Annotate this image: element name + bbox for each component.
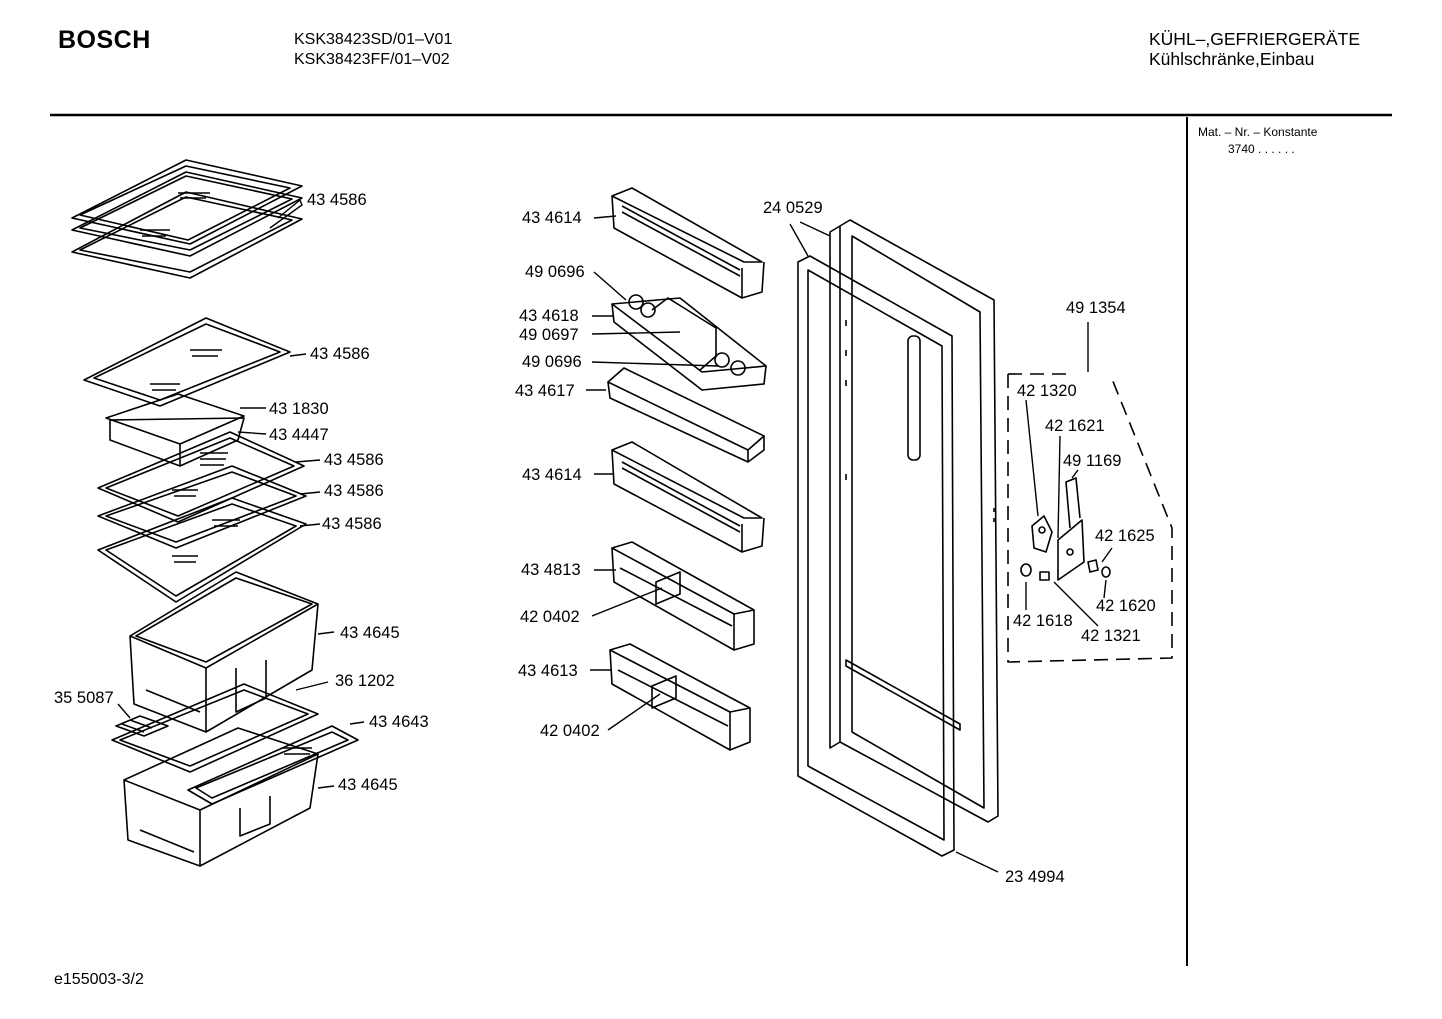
- part-label-bushing: 42 1618: [1013, 612, 1073, 630]
- material-number-label: Mat. – Nr. – Konstante: [1198, 125, 1318, 139]
- butter-egg-assembly: [611, 294, 767, 391]
- glass-shelf-3: [97, 431, 305, 523]
- part-labels: 43 4586 43 4586 43 1830 43 4447 43 4586 …: [54, 191, 1156, 886]
- part-label-crisper-upper: 43 4645: [340, 624, 400, 642]
- category-title: KÜHL–,GEFRIERGERÄTE: [1149, 29, 1361, 49]
- part-label-door-bin-5: 43 4613: [518, 662, 578, 680]
- part-label-door-bin-1: 43 4614: [522, 209, 582, 227]
- door-panel: [829, 219, 999, 823]
- brand-logo: BOSCH: [58, 26, 151, 54]
- crisper-drawer-upper: [129, 571, 319, 733]
- hinge-kit-outline: [1007, 373, 1173, 663]
- part-label-screw: 42 1625: [1095, 527, 1155, 545]
- door-bin-5: [609, 643, 751, 751]
- part-label-butter-lid: 49 0697: [519, 326, 579, 344]
- part-label-hinge-part-b: 42 1621: [1045, 417, 1105, 435]
- leader-lines: [117, 198, 1113, 873]
- part-label-door-bin-4: 43 4813: [521, 561, 581, 579]
- glass-shelf-top: [71, 159, 303, 279]
- door-bin-3: [611, 441, 765, 553]
- crisper-shelf: [187, 725, 359, 805]
- part-label-butter-box: 43 4618: [519, 307, 579, 325]
- part-label-bottle-holder-a: 42 0402: [520, 608, 580, 626]
- part-label-hinge-bracket: 49 1169: [1063, 452, 1121, 470]
- part-label-nut: 42 1321: [1081, 627, 1141, 645]
- part-label-humidity-slider: 35 5087: [54, 689, 114, 707]
- part-label-door-gasket: 23 4994: [1005, 868, 1065, 886]
- part-label-crisper-lower: 43 4645: [338, 776, 398, 794]
- part-label-shelf-3: 43 4586: [324, 451, 384, 469]
- glass-shelf-5: [97, 497, 307, 603]
- door-bin-2: [607, 367, 765, 463]
- glass-shelf-2: [83, 317, 291, 407]
- door-gasket: [797, 255, 955, 857]
- hinge-components: [1020, 477, 1111, 581]
- part-label-egg-tray-a: 49 0696: [525, 263, 585, 281]
- part-label-door-bin-2: 43 4617: [515, 382, 575, 400]
- part-label-bottle-holder-b: 42 0402: [540, 722, 600, 740]
- part-label-door-panel: 24 0529: [763, 199, 823, 217]
- model-number-1: KSK38423SD/01–V01: [294, 31, 453, 48]
- part-label-drawer-small: 43 4447: [269, 426, 329, 444]
- door-bin-4: [611, 541, 755, 651]
- document-id: e155003-3/2: [54, 971, 144, 988]
- small-drawer: [105, 393, 245, 467]
- material-number-value: 3740 . . . . . .: [1228, 142, 1295, 156]
- part-label-hinge-kit: 49 1354: [1066, 299, 1126, 317]
- crisper-drawer-lower: [123, 727, 319, 867]
- part-label-shelf-2: 43 4586: [310, 345, 370, 363]
- category-subtitle: Kühlschränke,Einbau: [1149, 49, 1315, 69]
- part-label-shelf-5: 43 4586: [322, 515, 382, 533]
- part-label-shelf-4: 43 4586: [324, 482, 384, 500]
- model-number-2: KSK38423FF/01–V02: [294, 51, 450, 68]
- door-bin-1: [611, 187, 765, 299]
- part-label-egg-tray-b: 49 0696: [522, 353, 582, 371]
- part-label-door-bin-3: 43 4614: [522, 466, 582, 484]
- part-label-cover-small: 43 1830: [269, 400, 329, 418]
- part-label-washer: 42 1620: [1096, 597, 1156, 615]
- part-label-crisper-shelf: 43 4643: [369, 713, 429, 731]
- part-label-hinge-part-a: 42 1320: [1017, 382, 1077, 400]
- part-label-crisper-cover: 36 1202: [335, 672, 395, 690]
- part-label-shelf-top: 43 4586: [307, 191, 367, 209]
- crisper-cover-glass: [111, 683, 319, 773]
